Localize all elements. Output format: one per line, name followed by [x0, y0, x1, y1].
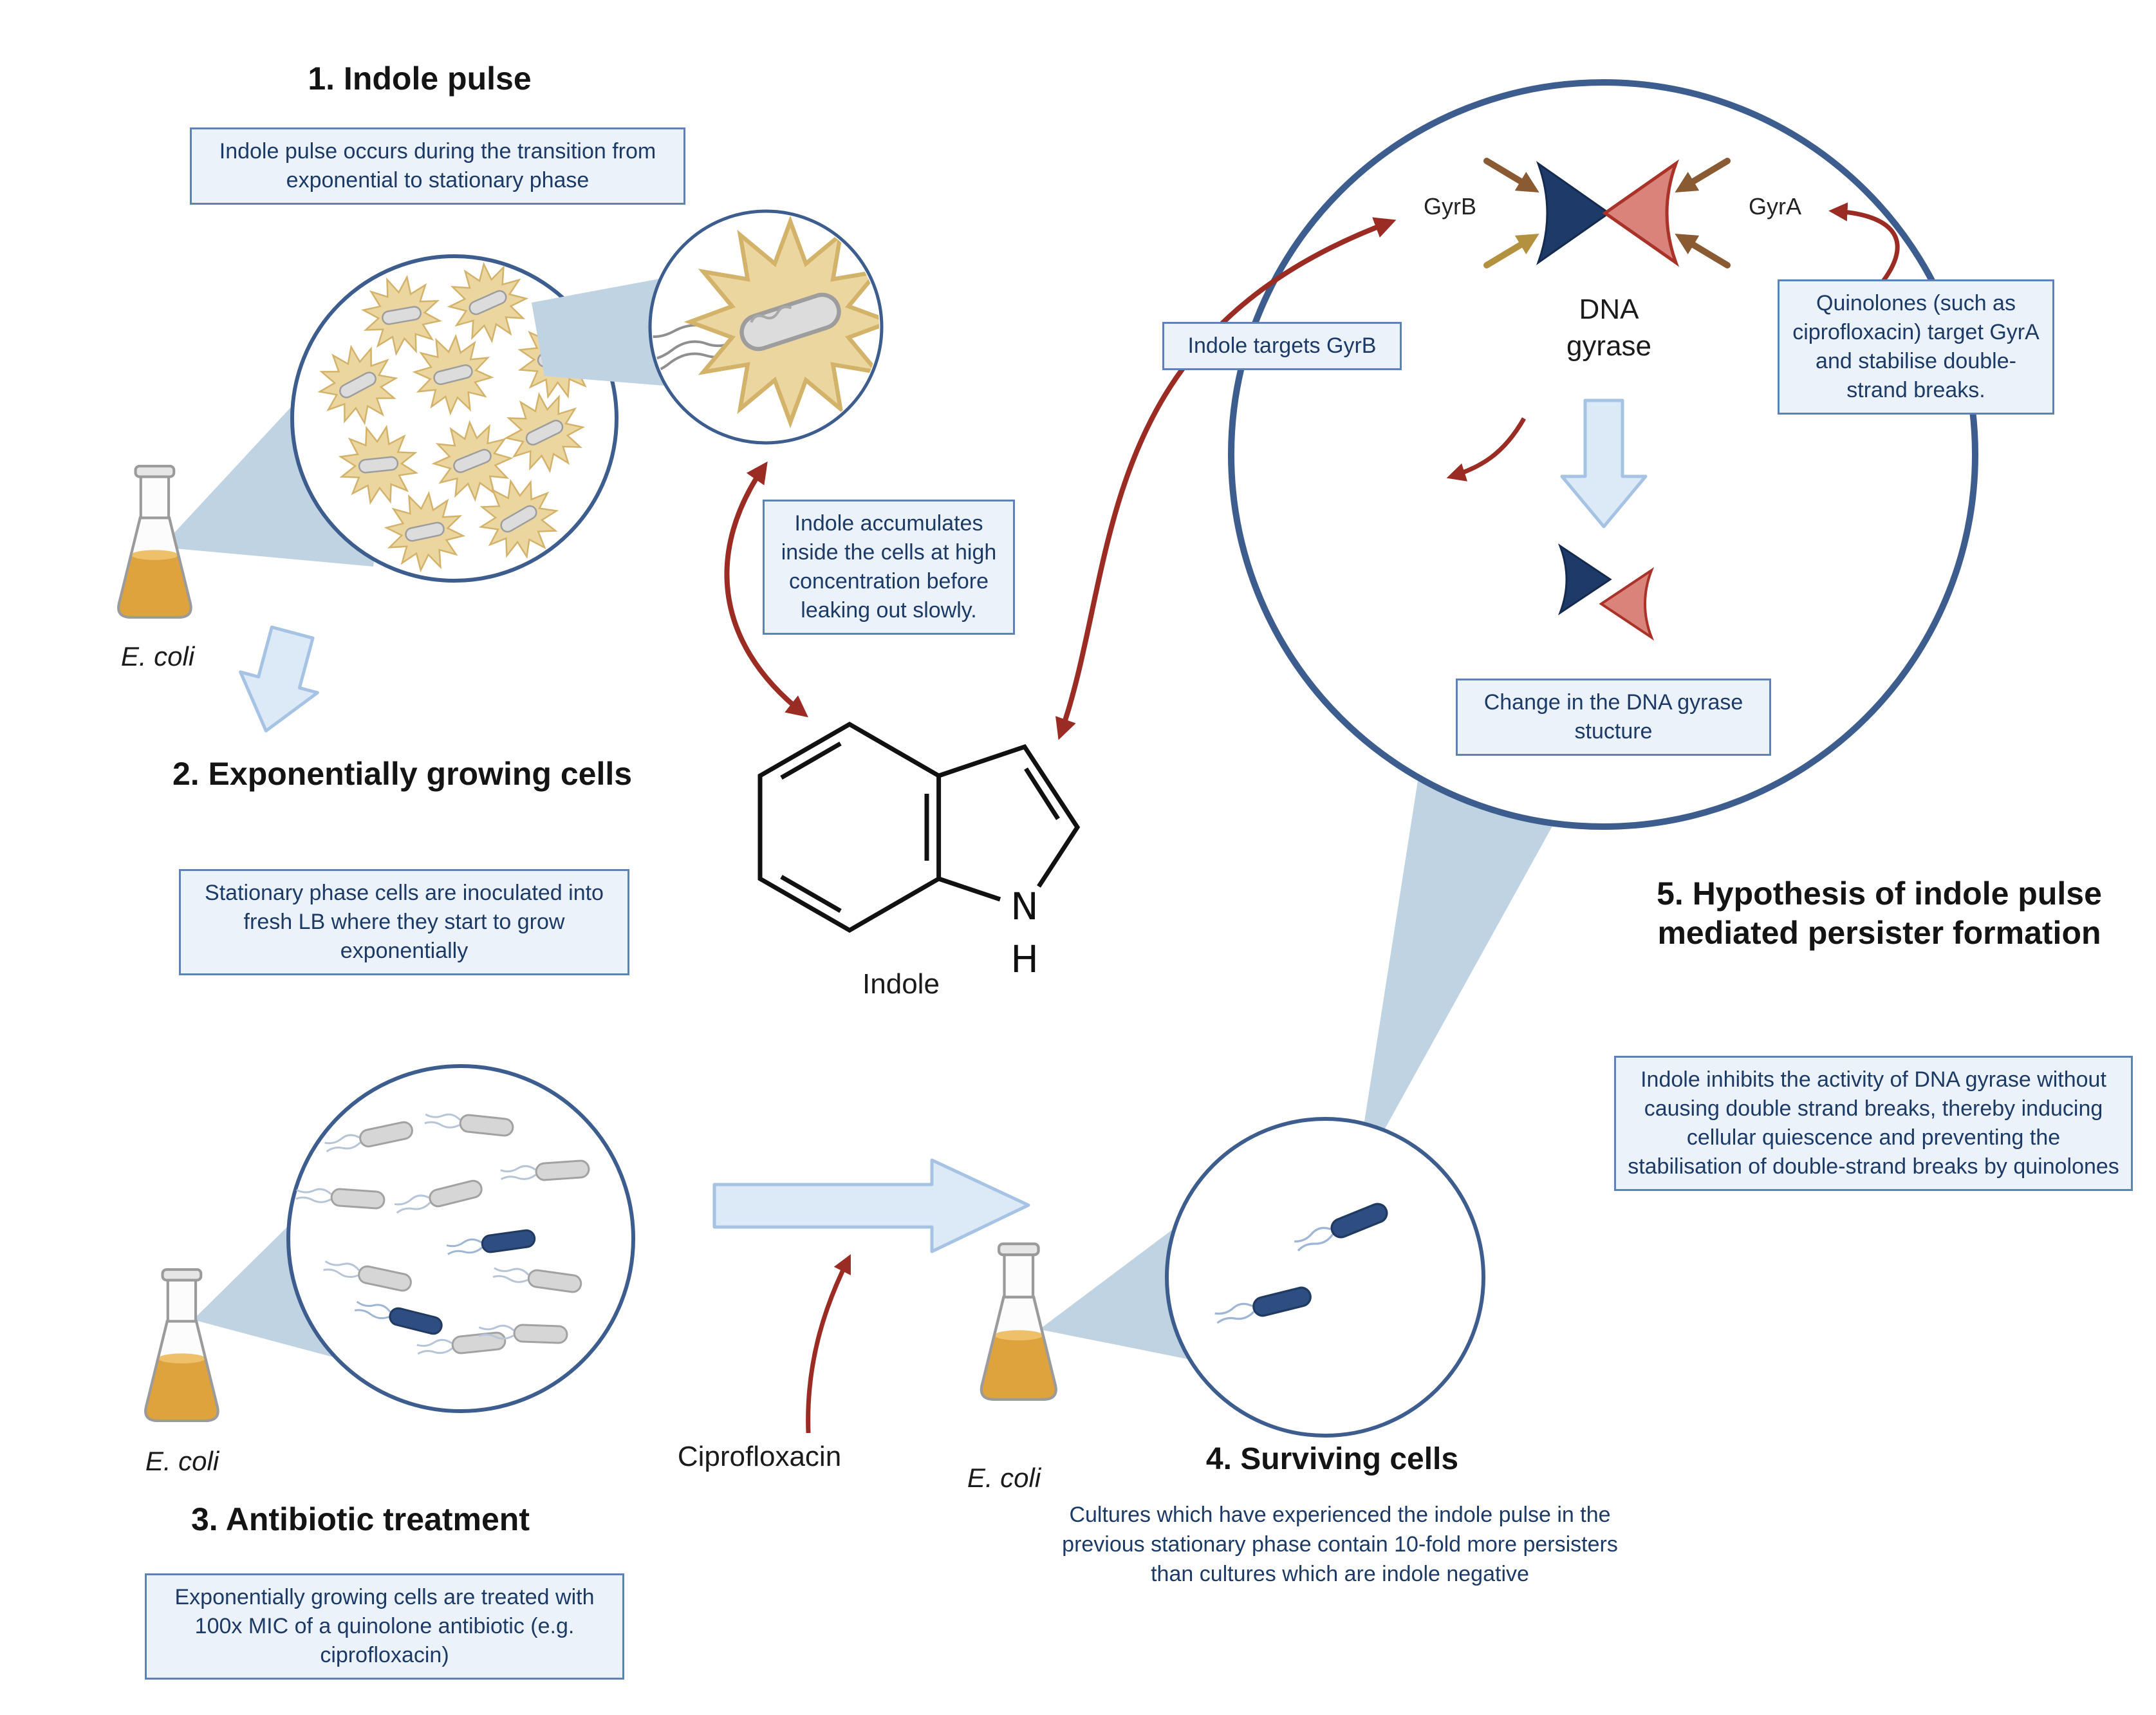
gyra-label: GyrA	[1748, 193, 1801, 220]
gyra-arrow-top-icon	[1675, 158, 1731, 192]
section1-title: 1. Indole pulse	[308, 61, 532, 97]
ciprofloxacin-arrow-icon	[806, 1254, 851, 1434]
nitrogen-atom-label: N	[1010, 885, 1039, 928]
gyrase-mechanism-circle	[1228, 79, 1978, 830]
gyrb-subunit-shape	[1536, 161, 1611, 265]
treated-cells-circle	[286, 1064, 635, 1413]
cell-dna-squiggle-icon	[750, 305, 792, 323]
changed-gyra-shape	[1599, 567, 1655, 641]
section5-note-box: Indole inhibits the activity of DNA gyra…	[1614, 1056, 2133, 1191]
gyrase-inhibition-arrow-icon	[1446, 417, 1527, 482]
indole-accumulates-box: Indole accumulates inside the cells at h…	[763, 500, 1015, 635]
section2-note-box: Stationary phase cells are inoculated in…	[179, 869, 629, 975]
section3-note-box: Exponentially growing cells are treated …	[145, 1573, 624, 1680]
beam-gyrase-circle-to-circle4	[1355, 773, 1554, 1183]
step3-to-step4-arrow-icon	[712, 1158, 1030, 1253]
section2-title: 2. Exponentially growing cells	[172, 756, 633, 792]
e-coli-label-1: E. coli	[120, 641, 195, 671]
section5-title: 5. Hypothesis of indole pulse mediated p…	[1657, 876, 2102, 951]
e-coli-flask-icon	[145, 1270, 218, 1421]
surviving-cells-circle	[1165, 1117, 1485, 1438]
dna-gyrase-label: DNA gyrase	[1566, 294, 1652, 362]
gyrb-arrow-top-icon	[1483, 158, 1539, 192]
zoomed-cell-circle	[648, 209, 884, 445]
gyrase-change-arrow-icon	[1560, 398, 1648, 529]
stationary-cells-circle	[290, 254, 618, 583]
indole-to-gyrb-arrow-icon	[1055, 217, 1397, 740]
indole-structure	[757, 721, 1081, 933]
hydrogen-atom-label: H	[1010, 937, 1039, 981]
indole-accumulation-arrow-icon	[724, 461, 808, 718]
gyrb-arrow-bottom-icon	[1483, 234, 1539, 268]
gyra-subunit-shape	[1602, 159, 1680, 267]
changed-gyrb-shape	[1557, 543, 1612, 615]
e-coli-label-4: E. coli	[967, 1463, 1041, 1493]
gyra-arrow-bottom-icon	[1675, 234, 1731, 268]
ciprofloxacin-label: Ciprofloxacin	[677, 1441, 842, 1472]
section1-note-box: Indole pulse occurs during the transitio…	[190, 127, 685, 205]
indole-label: Indole	[862, 968, 940, 1000]
section4-caption: Cultures which have experienced the indo…	[1062, 1503, 1618, 1587]
indole-targets-gyrb-box: Indole targets GyrB	[1162, 322, 1402, 370]
quinolone-target-arrow-icon	[1828, 202, 1900, 284]
step1-to-step2-arrow-icon	[239, 625, 319, 733]
e-coli-flask-icon	[981, 1244, 1056, 1400]
gyrase-change-box: Change in the DNA gyrase stucture	[1456, 679, 1771, 756]
e-coli-label-3: E. coli	[145, 1446, 219, 1476]
section3-title: 3. Antibiotic treatment	[191, 1501, 530, 1537]
quinolones-box: Quinolones (such as ciprofloxacin) targe…	[1778, 279, 2054, 415]
gyrb-label: GyrB	[1423, 193, 1476, 220]
section4-title: 4. Surviving cells	[1205, 1442, 1459, 1476]
